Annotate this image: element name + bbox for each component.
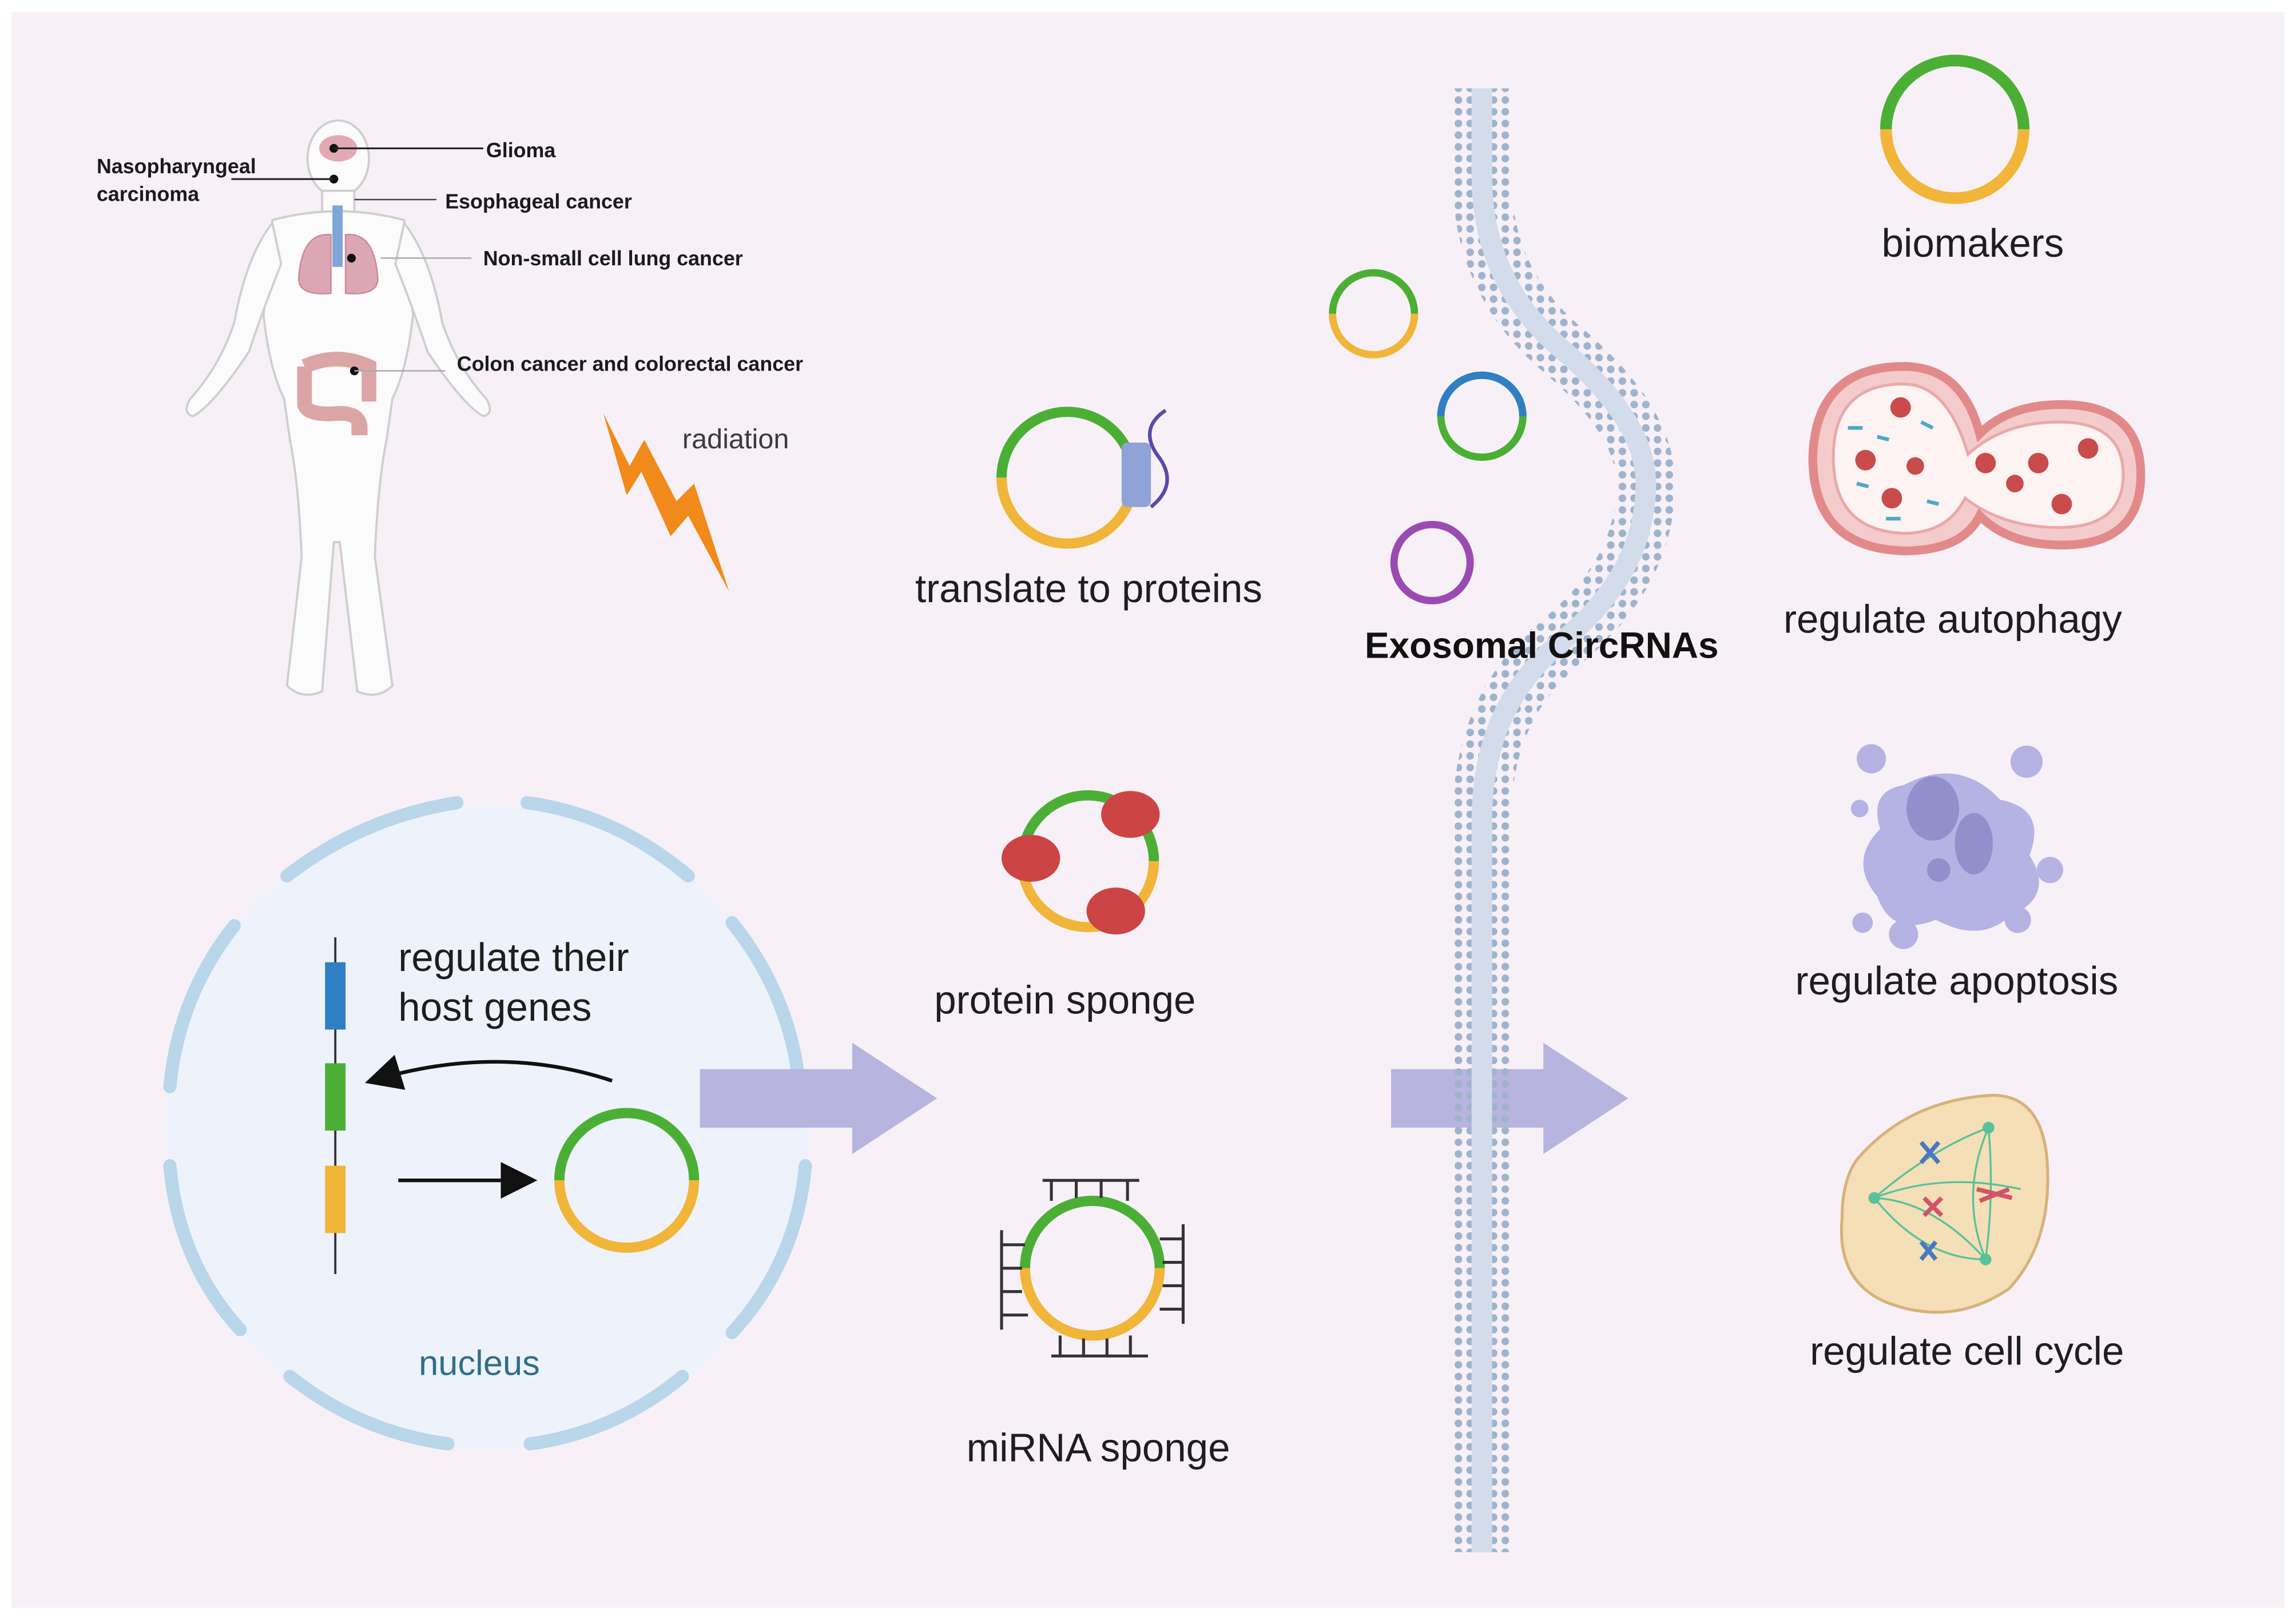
colon-cancer-label: Colon cancer and colorectal cancer bbox=[457, 353, 803, 376]
lightning-icon bbox=[603, 413, 729, 592]
lung-cancer-label: Non-small cell lung cancer bbox=[483, 247, 743, 270]
autophagy-icon bbox=[1808, 362, 2146, 556]
translate-label: translate to proteins bbox=[915, 566, 1262, 611]
cell-membrane bbox=[1452, 88, 1675, 1553]
apoptosis-label: regulate apoptosis bbox=[1795, 958, 2118, 1003]
cell-cycle-label: regulate cell cycle bbox=[1810, 1329, 2124, 1374]
carcinoma-label: carcinoma bbox=[97, 183, 200, 206]
protein-sponge-label: protein sponge bbox=[934, 977, 1195, 1022]
nucleus-label: nucleus bbox=[419, 1344, 540, 1383]
flow-arrow-left bbox=[700, 1042, 938, 1155]
gene-blue bbox=[325, 962, 346, 1030]
gene-yellow bbox=[325, 1165, 346, 1233]
exosomal-circrnas bbox=[1329, 269, 1527, 604]
autophagy-label: regulate autophagy bbox=[1783, 597, 2122, 642]
esophageal-cancer-label: Esophageal cancer bbox=[445, 190, 632, 213]
translate-icon bbox=[996, 407, 1169, 549]
regulate-arrow bbox=[364, 1054, 613, 1090]
apoptosis-icon bbox=[1850, 744, 2063, 949]
biomakers-label: biomakers bbox=[1882, 221, 2064, 265]
mirna-sponge-icon bbox=[1000, 1179, 1185, 1358]
esophagus-icon bbox=[332, 205, 343, 267]
regulate-host-genes-line2: host genes bbox=[398, 985, 591, 1029]
exosomal-circrnas-label: Exosomal CircRNAs bbox=[1365, 624, 1719, 666]
regulate-host-genes-line1: regulate their bbox=[398, 935, 629, 980]
nucleus bbox=[163, 796, 812, 1451]
human-body-figure bbox=[185, 119, 491, 696]
biomarker-circrna-icon bbox=[1880, 54, 2030, 204]
nasopharyngeal-label: Nasopharyngeal bbox=[97, 155, 256, 178]
mirna-sponge-label: miRNA sponge bbox=[967, 1426, 1230, 1470]
lungs-icon bbox=[297, 233, 379, 294]
glioma-label: Glioma bbox=[486, 139, 557, 162]
colon-icon bbox=[297, 352, 376, 436]
protein-sponge-icon bbox=[1002, 790, 1160, 935]
gene-green bbox=[325, 1063, 346, 1131]
cell-cycle-icon bbox=[1840, 1094, 2049, 1314]
radiation-label: radiation bbox=[682, 424, 789, 455]
